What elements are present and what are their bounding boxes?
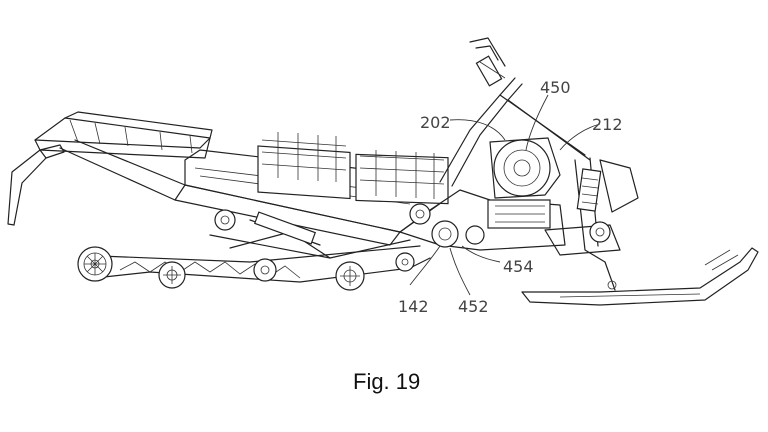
figure-caption: Fig. 19	[353, 369, 420, 394]
rear-rack	[34, 111, 213, 159]
cargo-crate-rear	[257, 132, 351, 200]
idler-wheel-2	[158, 261, 186, 289]
front-ski	[521, 247, 759, 306]
leader-450	[525, 94, 549, 151]
leader-lines	[409, 94, 601, 296]
ref-label-212: 212	[592, 115, 623, 134]
front-idler-wheel	[395, 252, 415, 272]
ref-label-454: 454	[503, 257, 534, 276]
leader-454	[461, 245, 501, 263]
idler-wheel-3	[253, 258, 277, 282]
upper-idler-wheel	[214, 209, 236, 231]
cargo-crate-front	[355, 150, 449, 205]
front-suspension	[544, 157, 639, 291]
ref-label-450: 450	[540, 78, 571, 97]
ref-label-202: 202	[420, 113, 451, 132]
rear-flap	[7, 144, 65, 226]
idler-wheel-4	[335, 261, 365, 291]
leader-452	[449, 247, 471, 296]
rear-idler-wheel	[77, 246, 113, 282]
ref-label-452: 452	[458, 297, 489, 316]
ref-label-142: 142	[398, 297, 429, 316]
leader-142	[409, 245, 441, 286]
drive-assembly	[399, 189, 566, 251]
steering-column	[439, 37, 591, 187]
leader-202	[449, 119, 506, 141]
drive-clutch	[489, 137, 561, 199]
leader-212	[559, 123, 601, 151]
